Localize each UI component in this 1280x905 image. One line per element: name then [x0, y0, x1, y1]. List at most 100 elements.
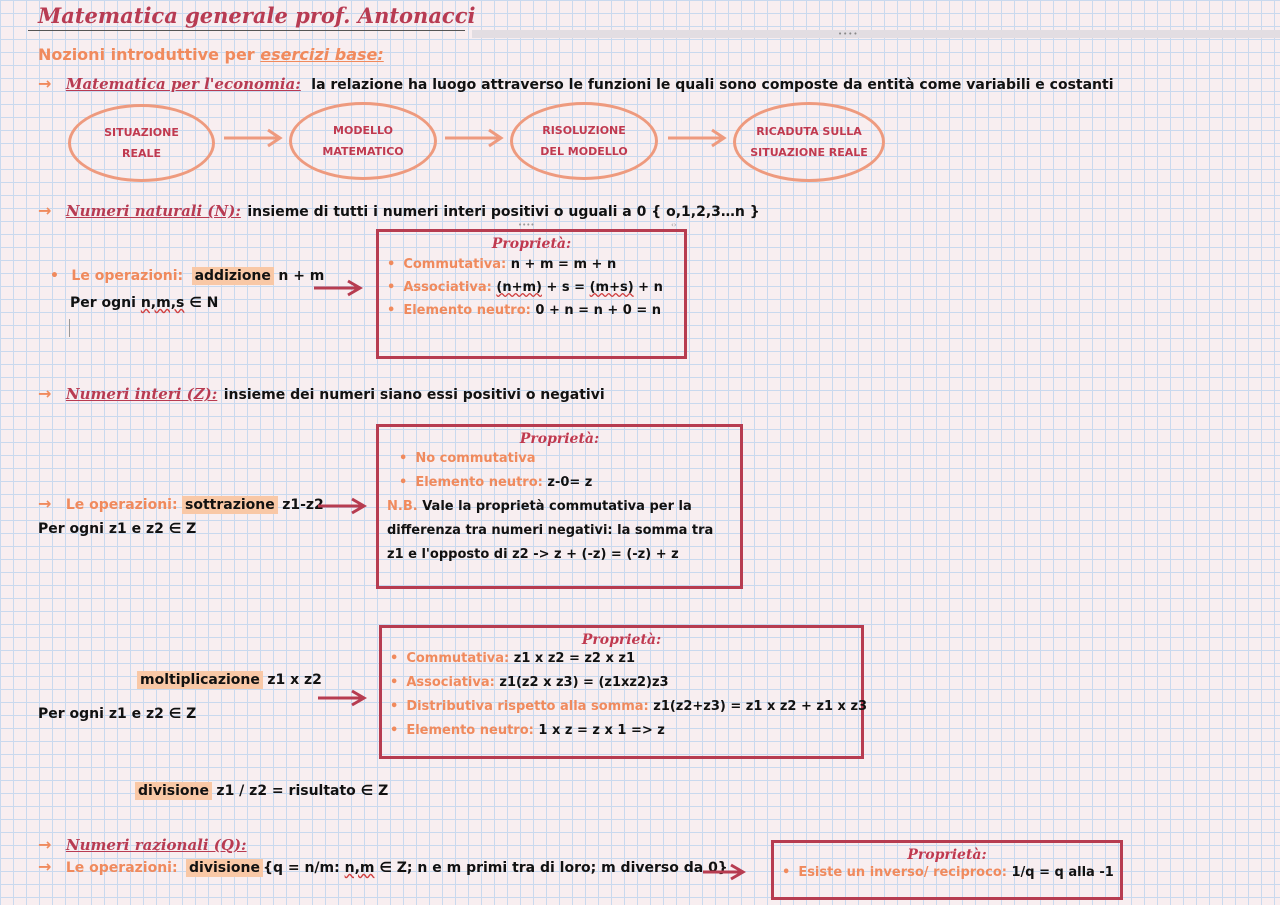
nb-text: Vale la proprietà commutativa per la	[422, 499, 692, 514]
prop-commutativa: •Commutativa: n + m = m + n	[387, 257, 676, 272]
flow-node-line: MODELLO	[333, 124, 393, 137]
flow-node-ricaduta: RICADUTA SULLA SITUAZIONE REALE	[733, 102, 885, 182]
prop-value-part: (m+s)	[589, 280, 634, 295]
bullet-icon: •	[387, 280, 396, 295]
sottrazione-forall: Per ogni z1 e z2 ∈ Z	[38, 521, 197, 537]
prop-label: Associativa:	[403, 280, 492, 295]
arrow-right-icon: →	[38, 201, 52, 220]
prop-elemento-neutro: •Elemento neutro: 1 x z = z x 1 => z	[390, 723, 853, 738]
arrow-right-icon: →	[38, 494, 52, 513]
economia-heading: Matematica per l'economia:	[65, 75, 301, 93]
forall-prefix: Per ogni	[70, 295, 136, 311]
razionali-ops: → Le operazioni: divisione{q = n/m: n,m …	[38, 857, 728, 877]
prop-value: z1 x z2 = z2 x z1	[513, 651, 636, 666]
op-expression: n + m	[278, 268, 325, 284]
prop-value: 1 x z = z x 1 => z	[538, 723, 665, 738]
container-drag-bar[interactable]	[472, 30, 1280, 38]
flow-node-risoluzione: RISOLUZIONE DEL MODELLO	[510, 102, 658, 180]
drag-handle-icon[interactable]: ••••	[518, 221, 535, 229]
page-title: Matematica generale prof. Antonacci	[38, 3, 476, 28]
title-divider	[28, 30, 465, 31]
prop-value: 0 + n = n + 0 = n	[535, 303, 662, 318]
flow-arrow-icon	[224, 128, 283, 148]
sottrazione-ops: → Le operazioni: sottrazione z1-z2	[38, 494, 324, 514]
bullet-icon: •	[390, 723, 399, 738]
op-expression: z1 x z2	[267, 672, 322, 688]
section-title-emphasis: esercizi base:	[260, 45, 384, 64]
forall-vars: n,m,s	[140, 295, 185, 311]
bullet-icon: •	[782, 865, 791, 880]
naturali-properties-box: Proprietà: •Commutativa: n + m = m + n •…	[376, 229, 687, 359]
nb-text: differenza tra numeri negativi: la somma…	[387, 523, 714, 538]
flow-node-line: RISOLUZIONE	[542, 124, 626, 137]
arrow-to-box-icon	[318, 497, 367, 515]
moltiplicazione-ops: moltiplicazione z1 x z2	[137, 671, 322, 689]
box-title: Proprietà:	[519, 431, 600, 447]
ops-label: Le operazioni:	[65, 497, 178, 513]
bullet-icon: •	[399, 475, 408, 490]
economia-line: → Matematica per l'economia: la relazion…	[38, 74, 1114, 93]
moltiplicazione-properties-box: Proprietà: • Commutativa: z1 x z2 = z2 x …	[379, 625, 867, 759]
naturali-heading: Numeri naturali (N):	[65, 202, 241, 220]
op-expression-pre: {q = n/m:	[263, 860, 345, 876]
ops-label: Le operazioni:	[65, 860, 178, 876]
bullet-icon: •	[387, 257, 396, 272]
prop-label: Distributiva rispetto alla somma:	[406, 699, 649, 714]
prop-value-part: (n+m)	[496, 280, 542, 295]
bullet-icon: •	[390, 651, 399, 666]
prop-label: Esiste un inverso/ reciproco:	[798, 865, 1007, 880]
op-expression-vars: n,m	[344, 860, 375, 876]
interi-text: insieme dei numeri siano essi positivi o…	[223, 387, 605, 403]
prop-label: Associativa:	[406, 675, 495, 690]
flow-arrow-icon	[668, 128, 727, 148]
op-addizione: addizione	[191, 267, 274, 285]
op-expression: z1-z2	[282, 497, 324, 513]
interi-line: → Numeri interi (Z): insieme dei numeri …	[38, 384, 605, 403]
prop-value-part: + s =	[541, 280, 590, 295]
bullet-icon: •	[399, 451, 408, 466]
prop-distributiva: • Distributiva rispetto alla somma: z1(z2…	[390, 699, 867, 714]
prop-elemento-neutro: • Elemento neutro: 0 + n = n + 0 = n	[387, 303, 676, 318]
naturali-line: → Numeri naturali (N): insieme di tutti …	[38, 201, 760, 220]
section-title: Nozioni introduttive per esercizi base:	[38, 45, 384, 64]
prop-value-part: + n	[633, 280, 663, 295]
economia-text: la relazione ha luogo attraverso le funz…	[311, 77, 1114, 93]
resize-handle-icon[interactable]: ‹›	[671, 221, 677, 229]
prop-label: Commutativa:	[403, 257, 507, 272]
naturali-text: insieme di tutti i numeri interi positiv…	[247, 204, 760, 220]
divisione-z-ops: divisione z1 / z2 = risultato ∈ Z	[135, 782, 388, 800]
op-moltiplicazione: moltiplicazione	[137, 671, 263, 689]
prop-value: z-0= z	[547, 475, 593, 490]
prop-label: Elemento neutro:	[403, 303, 531, 318]
prop-label: Commutativa:	[406, 651, 510, 666]
flow-node-line: RICADUTA SULLA	[756, 125, 862, 138]
flow-node-line: DEL MODELLO	[540, 145, 628, 158]
arrow-to-box-icon	[318, 689, 367, 707]
box-title: Proprietà:	[581, 632, 662, 648]
arrow-right-icon: →	[38, 857, 52, 876]
prop-value: z1(z2+z3) = z1 x z2 + z1 x z3	[653, 699, 868, 714]
nb-text: z1 e l'opposto di z2 -> z + (-z) = (-z) …	[387, 547, 679, 562]
razionali-line: → Numeri razionali (Q):	[38, 835, 247, 854]
flow-node-line: SITUAZIONE REALE	[750, 146, 868, 159]
arrow-to-box-icon	[703, 863, 746, 881]
razionali-properties-box: Proprietà: • Esiste un inverso/ reciproco…	[771, 840, 1123, 900]
prop-label: Elemento neutro:	[415, 475, 543, 490]
bullet-icon: •	[50, 268, 59, 284]
op-divisione: divisione	[186, 859, 263, 877]
box-title: Proprietà:	[907, 847, 987, 863]
bullet-icon: •	[387, 303, 396, 318]
moltiplicazione-forall: Per ogni z1 e z2 ∈ Z	[38, 706, 197, 722]
prop-inverso: •Esiste un inverso/ reciproco: 1/q = q a…	[782, 865, 1114, 880]
op-divisione: divisione	[135, 782, 212, 800]
section-title-prefix: Nozioni introduttive per	[38, 45, 255, 64]
flow-node-line: SITUAZIONE	[104, 126, 179, 139]
bullet-icon: •	[390, 699, 399, 714]
razionali-heading: Numeri razionali (Q):	[65, 836, 247, 854]
op-expression-post: ∈ Z; n e m primi tra di loro; m diverso …	[374, 860, 728, 876]
arrow-to-box-icon	[314, 279, 363, 297]
interi-heading: Numeri interi (Z):	[65, 385, 218, 403]
drag-handle-icon[interactable]: ••••	[838, 30, 859, 38]
